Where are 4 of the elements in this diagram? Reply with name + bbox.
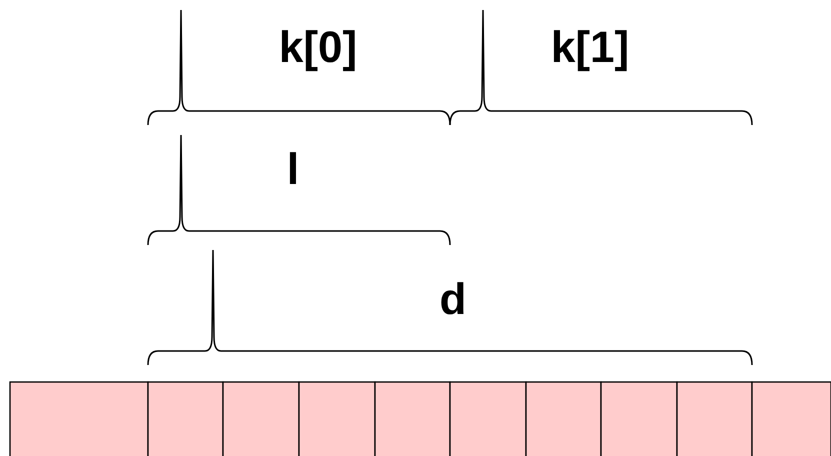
brace-label: l — [286, 145, 300, 195]
brace-label: k[1] — [550, 23, 630, 73]
brace-label: k[0] — [278, 23, 358, 73]
brace-label: d — [440, 275, 466, 325]
